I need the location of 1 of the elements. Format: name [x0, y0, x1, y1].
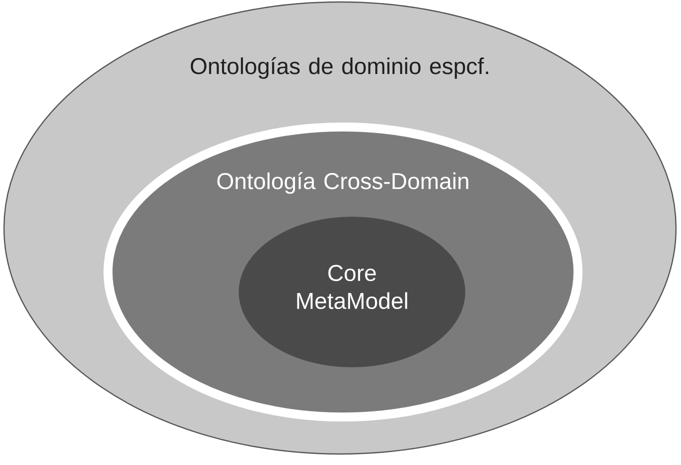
ellipse-region: Core MetaModel — [238, 216, 466, 368]
